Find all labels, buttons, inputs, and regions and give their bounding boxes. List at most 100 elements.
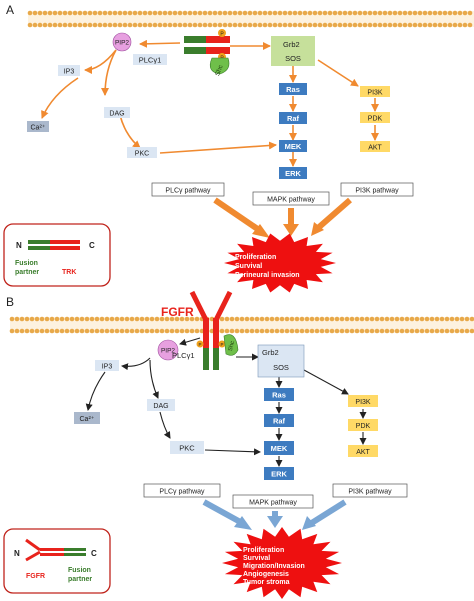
lipid-head — [9, 328, 15, 334]
lipid-head — [254, 316, 260, 322]
lipid-head — [344, 316, 350, 322]
lipid-head — [427, 10, 433, 16]
lipid-head — [64, 316, 70, 322]
lipid-head — [387, 22, 393, 28]
lipid-head — [439, 328, 445, 334]
lipid-head — [394, 328, 400, 334]
lipid-head — [74, 316, 80, 322]
erk-box — [264, 467, 294, 480]
lipid-head — [322, 10, 328, 16]
pi3k-pathway-box — [340, 182, 414, 197]
lipid-head — [157, 22, 163, 28]
lipid-head — [202, 10, 208, 16]
lipid-head — [319, 328, 325, 334]
lipid-head — [402, 10, 408, 16]
lipid-head — [257, 10, 263, 16]
pip2-node — [157, 339, 179, 361]
lipid-head — [42, 10, 48, 16]
akt-box — [360, 141, 390, 152]
lipid-head — [229, 316, 235, 322]
lipid-head — [372, 10, 378, 16]
panel-b-label: B — [6, 295, 14, 309]
arrow-dag-to-pkc — [159, 411, 171, 439]
lipid-head — [92, 10, 98, 16]
lipid-head — [424, 316, 430, 322]
lipid-head — [334, 316, 340, 322]
lipid-head — [197, 10, 203, 16]
lipid-head — [359, 328, 365, 334]
lipid-head — [424, 328, 430, 334]
lipid-head — [322, 22, 328, 28]
lipid-head — [242, 10, 248, 16]
lipid-head — [447, 22, 453, 28]
lipid-head — [244, 316, 250, 322]
lipid-head — [437, 10, 443, 16]
lipid-head — [299, 328, 305, 334]
ip3-box — [95, 360, 119, 371]
lipid-head — [54, 316, 60, 322]
arrow-receptor-to-pip2 — [139, 39, 181, 48]
lipid-head — [229, 328, 235, 334]
lipid-head — [159, 316, 165, 322]
lipid-head — [237, 10, 243, 16]
lipid-head — [349, 316, 355, 322]
lipid-head — [167, 10, 173, 16]
lipid-head — [267, 10, 273, 16]
lipid-head — [182, 10, 188, 16]
lipid-head — [464, 328, 470, 334]
lipid-head — [79, 328, 85, 334]
lipid-head — [44, 328, 50, 334]
lipid-head — [459, 328, 465, 334]
sos-label: SOS — [285, 54, 301, 63]
plcg-label: PLCγ1 — [139, 56, 162, 65]
lipid-head — [342, 10, 348, 16]
lipid-head — [379, 328, 385, 334]
akt-label: AKT — [368, 145, 382, 152]
lipid-head — [124, 328, 130, 334]
lipid-head — [162, 22, 168, 28]
lipid-head — [462, 22, 468, 28]
lipid-head — [217, 22, 223, 28]
arrow-receptor-to-pip2 — [179, 337, 201, 346]
lipid-head — [59, 316, 65, 322]
arrow-pip2-to-dag — [101, 49, 117, 96]
raf-box — [264, 414, 294, 427]
mapk-pathway-box — [232, 494, 314, 509]
lipid-head — [464, 316, 470, 322]
phospho-site — [196, 340, 204, 348]
mek-box — [279, 140, 307, 152]
outcome-item: Survival — [235, 263, 262, 270]
lipid-head — [169, 316, 175, 322]
lipid-head — [69, 316, 75, 322]
lipid-head — [382, 10, 388, 16]
lipid-head — [212, 10, 218, 16]
lipid-head — [192, 22, 198, 28]
lipid-head — [104, 316, 110, 322]
lipid-head — [222, 22, 228, 28]
lipid-head — [249, 328, 255, 334]
legend-partner-label: partner — [68, 576, 92, 583]
lipid-head — [427, 22, 433, 28]
lipid-head — [184, 316, 190, 322]
lipid-head — [412, 10, 418, 16]
lipid-head — [259, 316, 265, 322]
lipid-head — [227, 22, 233, 28]
lipid-head — [127, 22, 133, 28]
arrow-ip3-to-ca — [41, 77, 79, 119]
lipid-head — [42, 22, 48, 28]
lipid-head — [287, 10, 293, 16]
lipid-head — [109, 316, 115, 322]
lipid-head — [197, 22, 203, 28]
lipid-head — [87, 10, 93, 16]
lipid-head — [422, 10, 428, 16]
lipid-head — [27, 22, 33, 28]
lipid-head — [332, 10, 338, 16]
lipid-head — [237, 22, 243, 28]
pi3k-label: PI3K — [355, 399, 371, 406]
dag-label: DAG — [109, 111, 124, 118]
plcg-pathway-label: PLCγ pathway — [165, 188, 211, 195]
lipid-head — [397, 22, 403, 28]
lipid-head — [412, 22, 418, 28]
lipid-head — [194, 316, 200, 322]
lipid-head — [219, 328, 225, 334]
